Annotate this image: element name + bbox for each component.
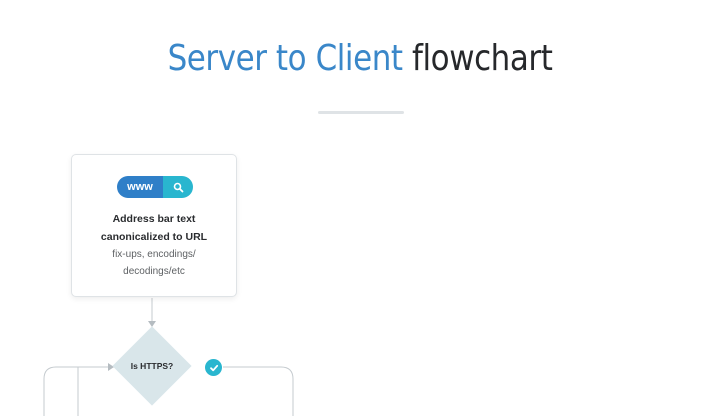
check-icon [205,359,222,376]
arrowhead-down [148,321,156,327]
connector-yes-branch [223,366,294,416]
card-sub-line-2: decodings/etc [123,266,185,277]
card-title-line-1: Address bar text [112,213,196,225]
title-rest: flowchart [412,38,553,79]
title-accent: Server to Client [167,38,403,79]
connector-lines [43,298,294,416]
card-title-line-2: canonicalized to URL [100,231,208,243]
arrowhead-right [108,363,114,371]
address-bar-pill: www [117,176,193,198]
address-bar-card: www Address bar text canonicalized to UR… [71,154,237,297]
www-label: www [117,176,163,198]
decision-label: Is HTTPS? [130,361,174,371]
title-divider [318,111,404,114]
address-bar-description: Address bar text canonicalized to URL fi… [72,210,236,280]
card-sub-line-1: fix-ups, encodings/ [112,249,196,260]
search-icon [163,176,193,198]
connector-left-loop [43,366,122,416]
page-title: Server to Client flowchart [50,38,669,79]
